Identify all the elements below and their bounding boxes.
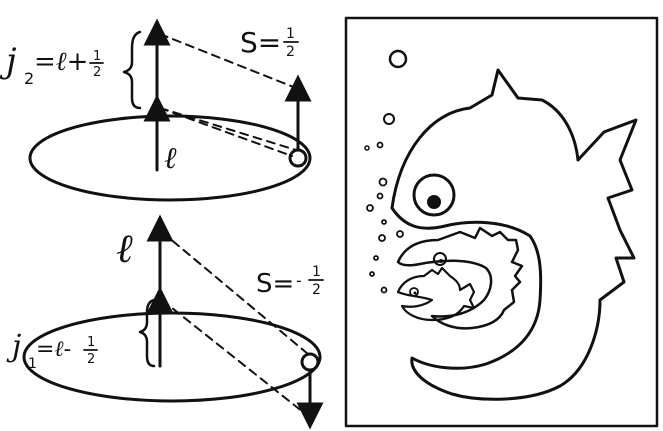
- bubble-small-9: [369, 271, 375, 277]
- top-l-label: ℓ: [164, 141, 177, 176]
- small-fish-eye: [409, 287, 419, 297]
- bottom-j-frac-num: 1: [87, 335, 95, 350]
- medium-fish-eye: [433, 252, 447, 266]
- top-spin-orbit-diagram: j 2 =ℓ+ 1 2 ℓ S= 1 2: [0, 18, 312, 202]
- bubble-small-11: [364, 145, 370, 151]
- top-s-frac-num: 1: [286, 26, 295, 42]
- top-s-frac-den: 2: [286, 44, 295, 60]
- top-dash-lower: [159, 107, 293, 157]
- top-j-symbol: j: [0, 41, 17, 81]
- bottom-s-sign: -: [296, 271, 302, 290]
- bottom-j-symbol: j: [6, 329, 21, 364]
- bottom-l-label: ℓ: [116, 226, 133, 272]
- bubble-small-4: [366, 204, 374, 212]
- medium-fish-body: [396, 226, 524, 330]
- top-electron-circle: [288, 148, 308, 168]
- bottom-j-rhs: =ℓ-: [36, 337, 71, 362]
- small-fish-pupil: [413, 291, 417, 295]
- bubble-small-10: [380, 286, 388, 294]
- top-j-frac-den: 2: [93, 65, 101, 80]
- medium-fish-pupil: [439, 259, 443, 263]
- bottom-dash-lower: [161, 299, 309, 417]
- bottom-s-label: S=: [256, 269, 294, 299]
- fish-illustration-panel: [344, 16, 659, 428]
- big-fish-eye: [412, 173, 456, 217]
- bubble-small-3: [376, 192, 384, 200]
- bubble-small-2: [378, 177, 388, 187]
- top-j-rhs: =ℓ+: [34, 47, 88, 77]
- bubble-large: [388, 49, 408, 69]
- bottom-j-subscript: 1: [28, 356, 37, 372]
- bubble-small-6: [378, 234, 386, 242]
- bubble-small-5: [381, 219, 387, 225]
- top-j-subscript: 2: [24, 69, 34, 88]
- top-dash-diag: [159, 107, 297, 151]
- small-fish-body: [396, 266, 476, 322]
- bubble-small-8: [373, 255, 379, 261]
- bottom-dash-upper: [161, 231, 309, 355]
- bubble-small-7: [396, 230, 404, 238]
- top-dash-upper: [159, 33, 297, 89]
- fish-panel-frame: [344, 16, 659, 428]
- bubble-medium: [383, 113, 395, 125]
- bottom-electron-circle: [300, 352, 320, 372]
- top-j-brace: [122, 30, 142, 110]
- bottom-j-brace: [138, 298, 156, 368]
- bottom-s-frac-num: 1: [312, 264, 321, 280]
- top-s-label: S=: [240, 26, 281, 59]
- big-fish-pupil: [427, 195, 441, 209]
- bubble-small-1: [376, 141, 384, 149]
- bottom-j-frac-den: 2: [87, 352, 95, 367]
- bottom-spin-orbit-diagram: ℓ j 1 =ℓ- 1 2 S= - 1 2: [6, 214, 324, 430]
- big-fish-body: [390, 68, 638, 401]
- top-j-frac-num: 1: [93, 49, 101, 64]
- bottom-s-frac-den: 2: [312, 282, 321, 298]
